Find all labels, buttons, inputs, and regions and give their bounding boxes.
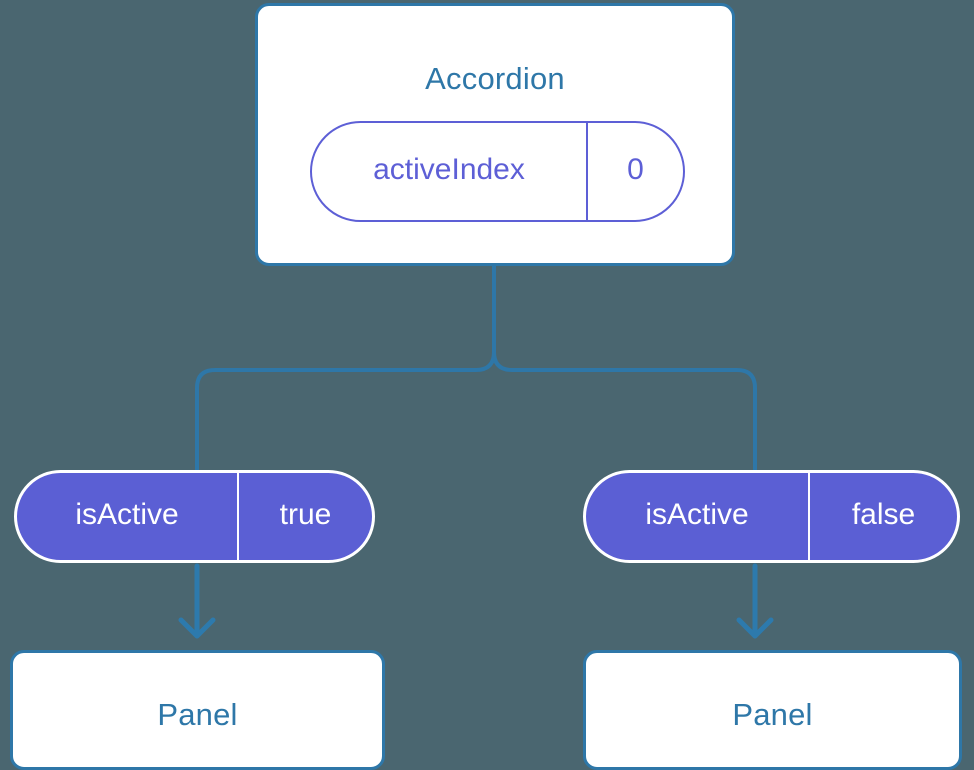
state-pill-value-active-index: 0 — [627, 153, 644, 186]
arrow-down-icon-right — [736, 563, 774, 639]
accordion-node-label: Accordion — [425, 61, 565, 96]
tree-split-connector-right — [492, 264, 757, 475]
panel-node-label-left: Panel — [157, 697, 238, 732]
tree-split-connector — [195, 264, 496, 475]
prop-pill-is-active-false[interactable]: isActive false — [583, 470, 960, 563]
accordion-component-node[interactable]: Accordion activeIndex 0 — [255, 3, 735, 266]
prop-pill-is-active-true[interactable]: isActive true — [14, 470, 375, 563]
state-pill-key-active-index: activeIndex — [312, 123, 588, 220]
prop-pill-value-is-active-right: false — [851, 498, 916, 531]
prop-pill-key-is-active-left: isActive — [17, 473, 239, 560]
prop-pill-value-is-active-left: true — [279, 498, 332, 531]
panel-node-label-right: Panel — [732, 697, 813, 732]
panel-component-node-left[interactable]: Panel — [10, 650, 385, 770]
panel-component-node-right[interactable]: Panel — [583, 650, 962, 770]
prop-pill-key-is-active-right: isActive — [586, 473, 810, 560]
state-pill-active-index[interactable]: activeIndex 0 — [310, 121, 685, 222]
arrow-down-icon-left — [178, 563, 216, 639]
